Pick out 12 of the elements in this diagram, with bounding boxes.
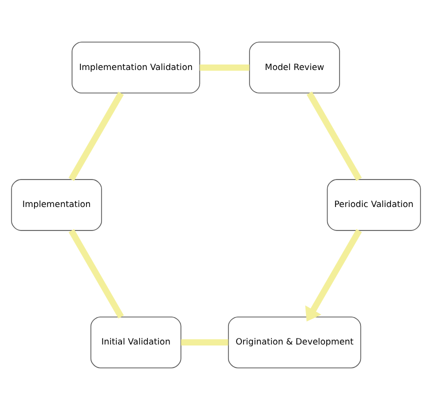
- connector: [68, 229, 124, 318]
- connector: [68, 92, 124, 182]
- node-box: Initial Validation: [90, 316, 182, 368]
- node-box: Model Review: [249, 42, 340, 94]
- node-box: Implementation: [11, 179, 102, 231]
- node-box: Implementation Validation: [72, 42, 200, 94]
- connector: [200, 64, 250, 71]
- node-box: Periodic Validation: [326, 179, 421, 231]
- connector: [181, 339, 228, 346]
- connector: [306, 92, 362, 181]
- arrow: [305, 228, 362, 322]
- node-box: Origination & Development: [228, 316, 362, 368]
